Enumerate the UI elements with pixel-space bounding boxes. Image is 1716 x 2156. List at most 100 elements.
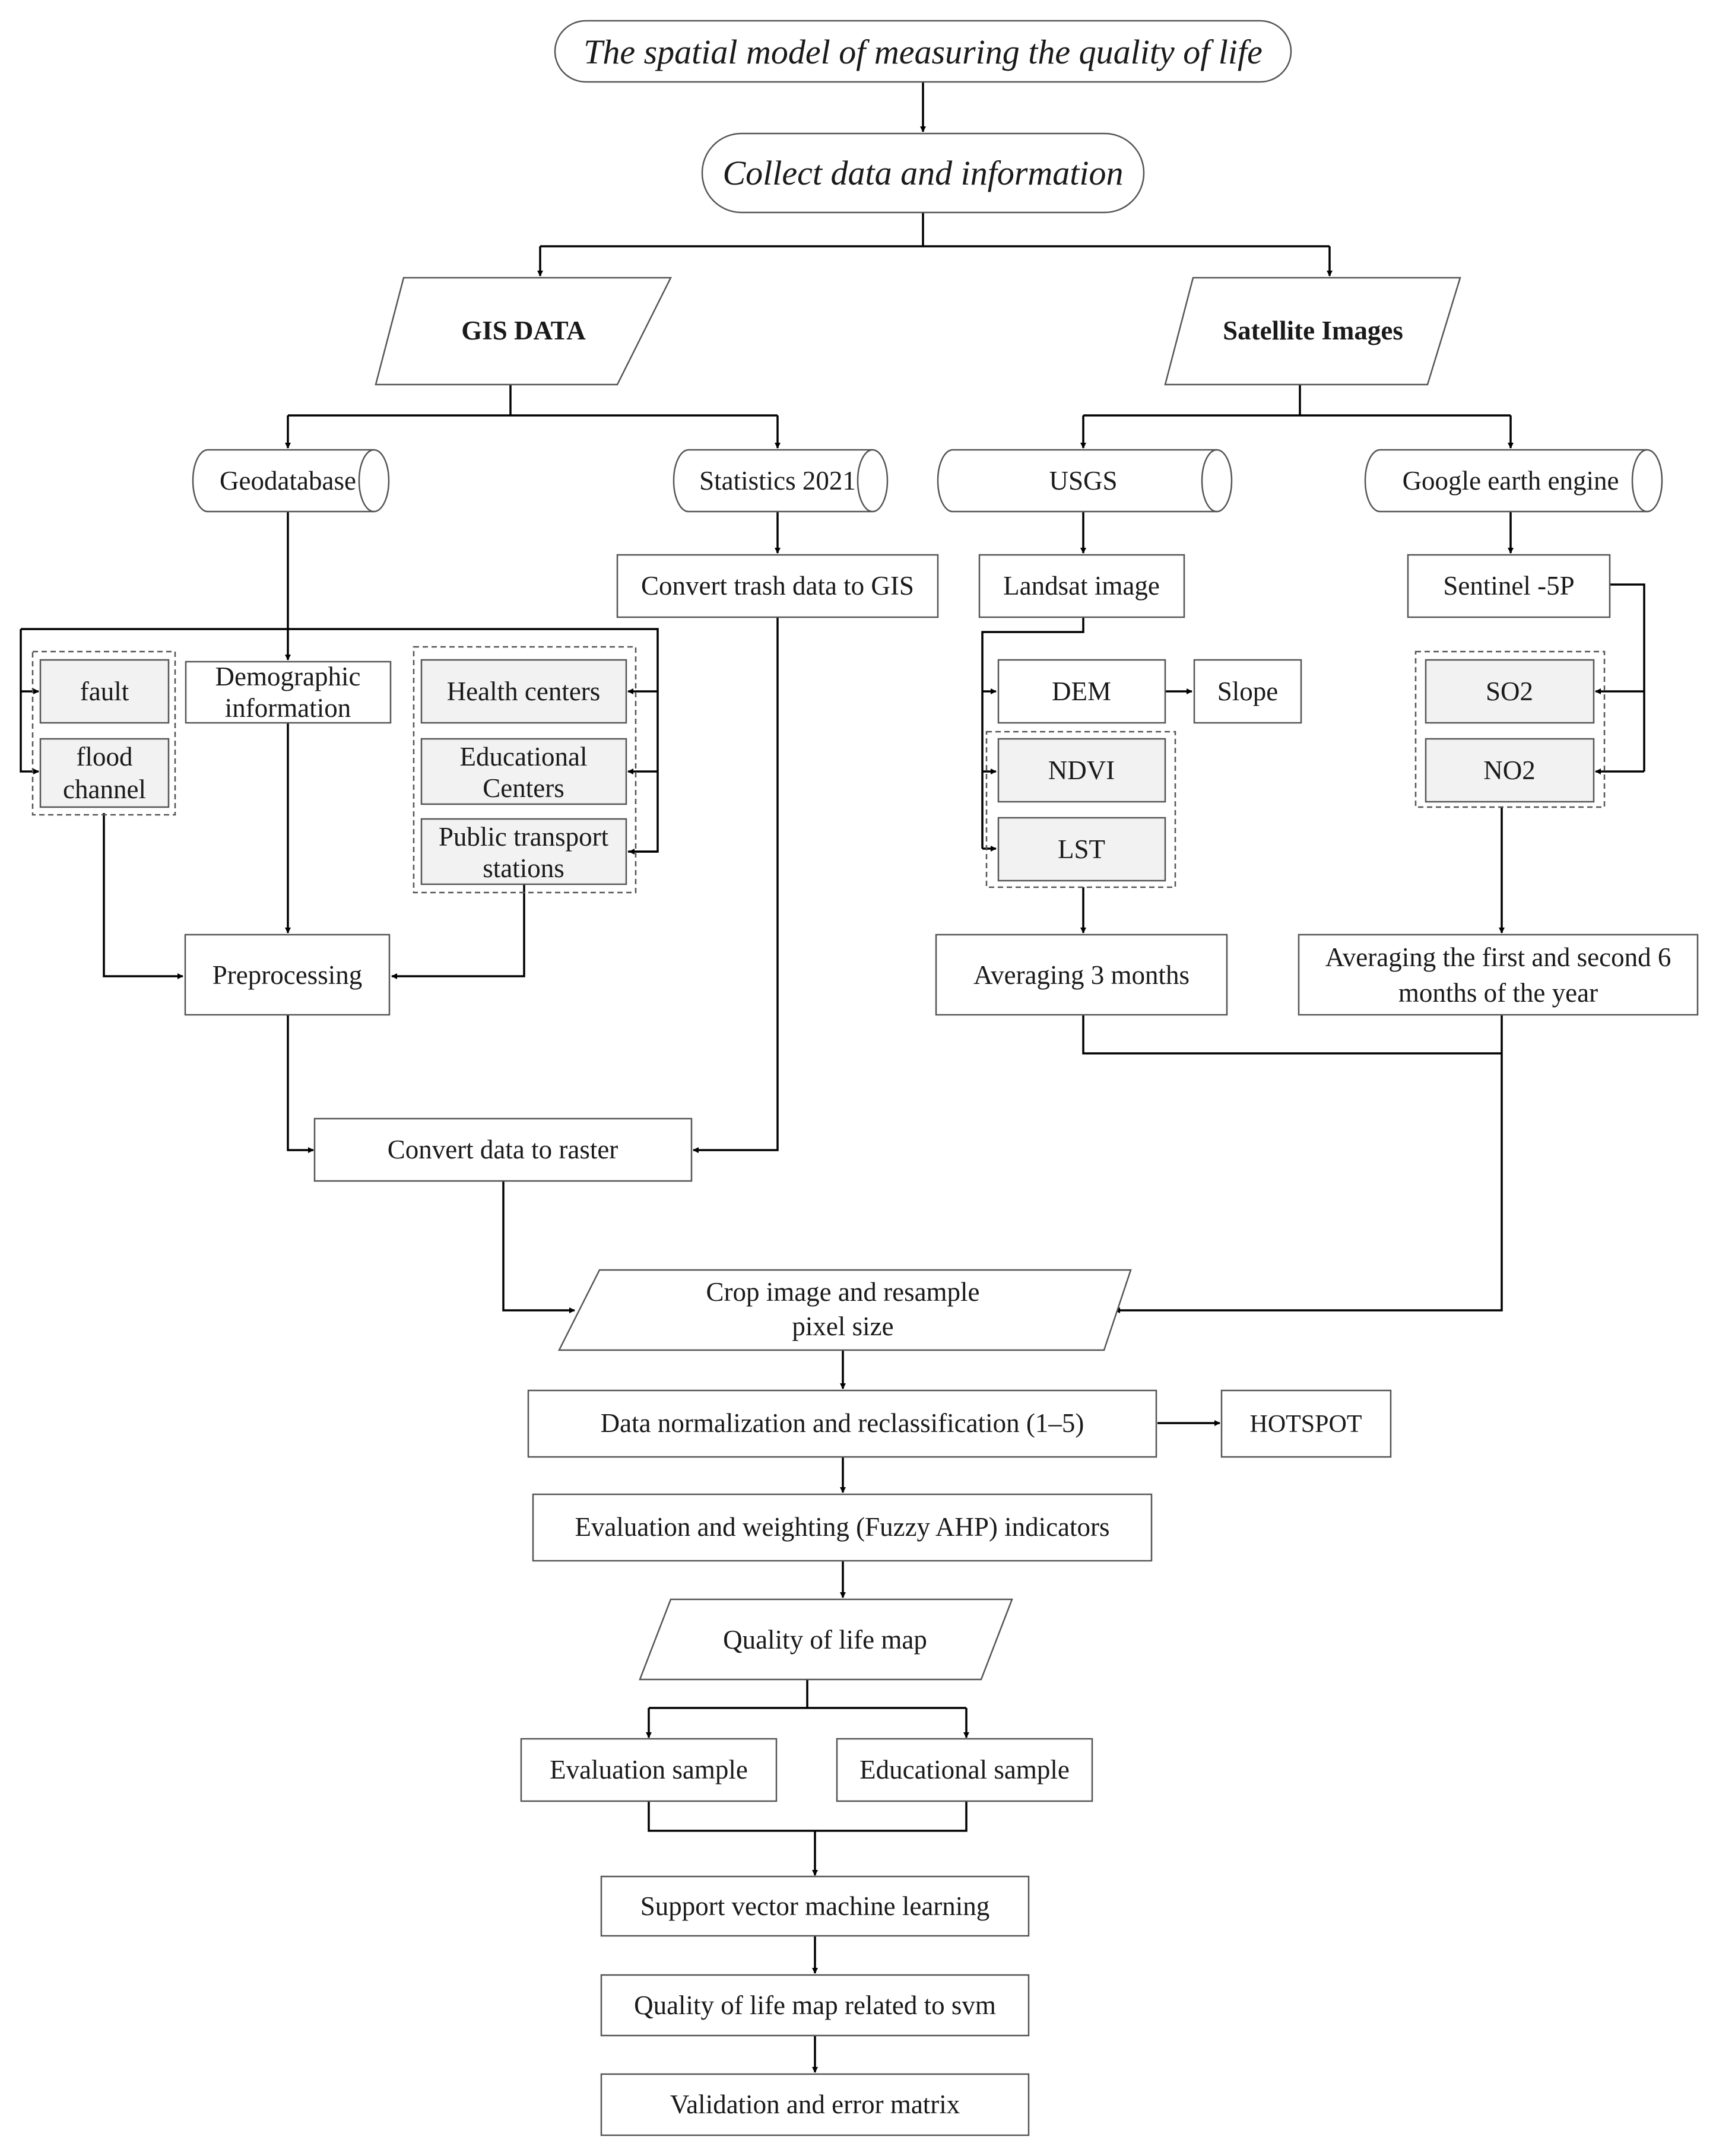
node-hotspot: HOTSPOT (1220, 1389, 1392, 1458)
edge-averaging-merge (1082, 1015, 1503, 1310)
node-title: The spatial model of measuring the quali… (554, 20, 1292, 83)
statistics-label: Statistics 2021 (699, 466, 856, 496)
flood-label-line2: channel (63, 774, 146, 804)
edge-raster-crop (502, 1181, 575, 1313)
node-demographic: Demographic information (185, 661, 392, 724)
preprocessing-label: Preprocessing (212, 960, 362, 990)
slope-label: Slope (1217, 677, 1279, 706)
node-gee: Google earth engine (1364, 449, 1663, 513)
edge-landsat-bus (981, 617, 1084, 849)
gis-data-label: GIS DATA (461, 316, 586, 345)
node-educational-centers: Educational Centers (420, 738, 627, 805)
educational-label-line1: Educational (460, 742, 588, 771)
gee-label: Google earth engine (1403, 466, 1619, 496)
node-crop: Crop image and resample pixel size (557, 1269, 1132, 1351)
node-usgs: USGS (937, 449, 1233, 513)
transport-label-line2: stations (483, 853, 564, 883)
group-services (413, 646, 637, 894)
edge-collect-branches (540, 212, 1330, 247)
group-indices (985, 731, 1176, 888)
edge-sentinel-bus (1610, 583, 1645, 771)
satellite-label: Satellite Images (1223, 316, 1403, 345)
node-convert-trash: Convert trash data to GIS (616, 554, 939, 618)
node-validation: Validation and error matrix (600, 2073, 1030, 2136)
edge-qolmap-samples (649, 1679, 966, 1709)
averaging6-label-line2: months of the year (1398, 978, 1598, 1008)
node-normalization: Data normalization and reclassification … (527, 1389, 1157, 1458)
normalization-label: Data normalization and reclassification … (601, 1408, 1084, 1438)
landsat-label: Landsat image (1003, 571, 1160, 601)
edge-gis-branches (288, 385, 778, 417)
no2-label: NO2 (1483, 755, 1536, 785)
node-averaging-6: Averaging the first and second 6 months … (1298, 933, 1699, 1016)
flood-label-line1: flood (77, 742, 133, 771)
qol-map-label: Quality of life map (723, 1625, 927, 1655)
node-gis-data: GIS DATA (375, 277, 673, 386)
group-gases (1414, 650, 1606, 808)
edge-transport-preprocessing (391, 884, 525, 979)
edu-sample-label: Educational sample (859, 1755, 1070, 1785)
lst-label: LST (1058, 834, 1105, 864)
node-evaluation-sample: Evaluation sample (520, 1738, 778, 1802)
node-landsat: Landsat image (978, 554, 1185, 618)
demographic-label-line2: information (225, 693, 351, 723)
group-hazards (31, 650, 176, 816)
edge-convert-trash-raster (693, 617, 779, 1153)
node-lst: LST (997, 817, 1166, 882)
edge-flood-preprocessing (103, 813, 183, 979)
usgs-label: USGS (1049, 466, 1117, 496)
so2-label: SO2 (1486, 677, 1533, 706)
hotspot-label: HOTSPOT (1249, 1411, 1362, 1438)
edge-preprocessing-raster (287, 1015, 314, 1153)
crop-label-line1: Crop image and resample (706, 1277, 979, 1307)
health-label: Health centers (447, 677, 601, 706)
collect-label: Collect data and information (722, 154, 1123, 192)
node-health-centers: Health centers (420, 659, 627, 724)
convert-trash-label: Convert trash data to GIS (641, 571, 914, 601)
node-evaluation-weighting: Evaluation and weighting (Fuzzy AHP) ind… (532, 1493, 1153, 1562)
edge-sat-branches (1083, 385, 1511, 417)
ndvi-label: NDVI (1048, 755, 1115, 785)
node-qol-svm: Quality of life map related to svm (600, 1974, 1030, 2037)
node-preprocessing: Preprocessing (184, 933, 391, 1016)
connectors (20, 82, 1645, 2073)
node-satellite: Satellite Images (1164, 277, 1461, 386)
eval-sample-label: Evaluation sample (550, 1755, 748, 1785)
crop-label-line2: pixel size (792, 1312, 893, 1341)
node-ndvi: NDVI (997, 738, 1166, 803)
averaging6-label-line1: Averaging the first and second 6 (1325, 942, 1671, 972)
node-qol-map: Quality of life map (639, 1598, 1013, 1681)
convert-raster-label: Convert data to raster (388, 1135, 618, 1164)
node-so2: SO2 (1425, 659, 1595, 724)
fault-label: fault (80, 677, 129, 706)
validation-label: Validation and error matrix (670, 2090, 960, 2119)
edge-samples-svm (648, 1801, 968, 1875)
node-educational-sample: Educational sample (836, 1738, 1093, 1802)
node-public-transport: Public transport stations (420, 818, 627, 885)
sentinel-label: Sentinel -5P (1443, 571, 1574, 601)
transport-label-line1: Public transport (439, 822, 609, 852)
node-slope: Slope (1193, 659, 1302, 724)
svm-label: Support vector machine learning (640, 1891, 990, 1921)
node-statistics: Statistics 2021 (673, 449, 889, 513)
title-label: The spatial model of measuring the quali… (583, 33, 1263, 71)
node-convert-raster: Convert data to raster (313, 1117, 693, 1182)
demographic-label-line1: Demographic (215, 662, 361, 691)
geodatabase-label: Geodatabase (220, 466, 356, 496)
averaging3-label: Averaging 3 months (973, 960, 1190, 990)
edge-geodatabase-flood (20, 691, 39, 774)
node-flood-channel: flood channel (39, 738, 170, 808)
node-collect: Collect data and information (701, 132, 1145, 214)
qol-svm-label: Quality of life map related to svm (634, 1990, 996, 2020)
edge-geodatabase-fault (20, 629, 39, 694)
educational-label-line2: Centers (483, 773, 564, 803)
node-dem: DEM (997, 659, 1166, 724)
node-no2: NO2 (1425, 738, 1595, 803)
node-averaging-3: Averaging 3 months (935, 933, 1228, 1016)
node-svm: Support vector machine learning (600, 1875, 1030, 1937)
dem-label: DEM (1052, 677, 1111, 706)
node-geodatabase: Geodatabase (192, 449, 390, 513)
evaluation-weighting-label: Evaluation and weighting (Fuzzy AHP) ind… (575, 1512, 1109, 1542)
node-sentinel: Sentinel -5P (1407, 554, 1611, 618)
